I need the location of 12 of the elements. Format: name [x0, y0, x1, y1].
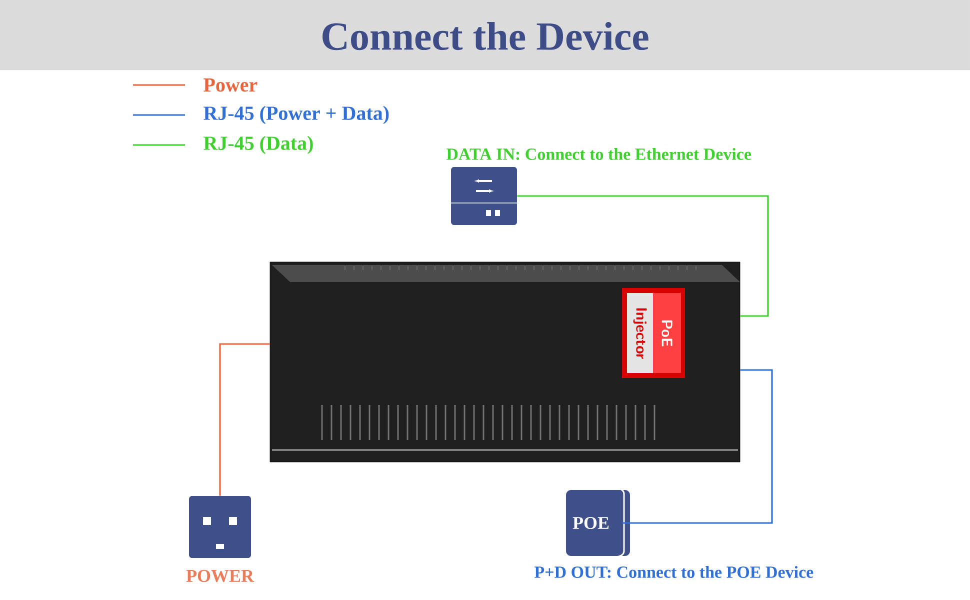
- legend-text: RJ-45 (Data): [204, 136, 313, 154]
- cable-line: [622, 369, 773, 524]
- node-label: POWER: [186, 570, 254, 582]
- title-band: Connect the Device: [0, 0, 970, 70]
- label-text: Injector: [633, 308, 647, 359]
- cable-line: [517, 195, 769, 317]
- node-label: P+D OUT: Connect to the POE Device: [534, 566, 814, 578]
- label-text: PoE: [662, 320, 672, 346]
- legend-text: Power: [204, 78, 258, 92]
- legend-text: RJ-45 (Power + Data): [204, 106, 389, 124]
- node-label: DATA IN: Connect to the Ethernet Device: [446, 148, 752, 160]
- cable-line: [219, 343, 270, 496]
